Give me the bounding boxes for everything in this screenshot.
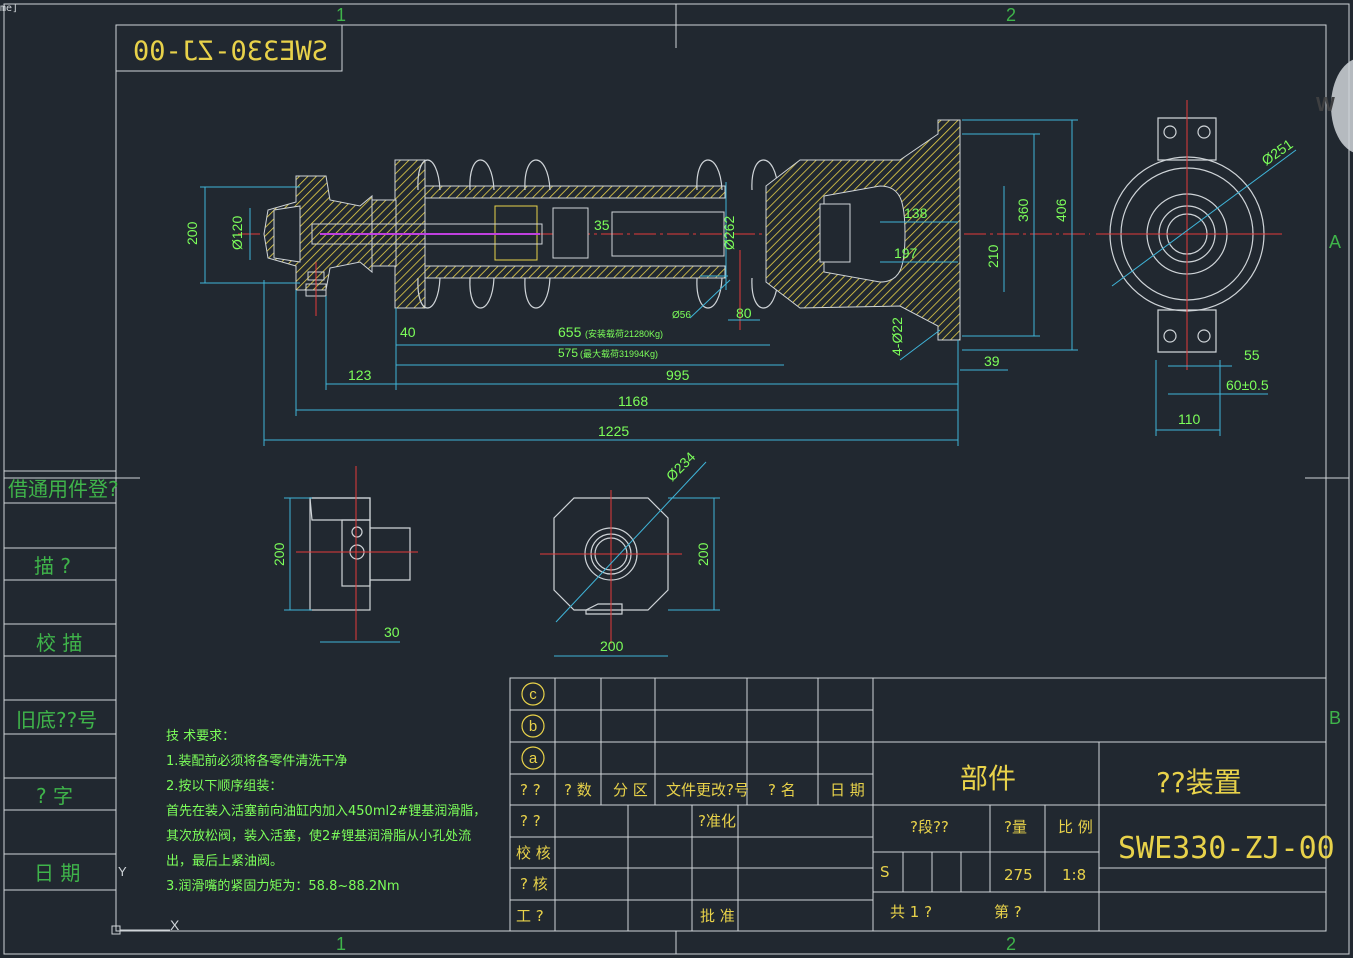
- dim-phi-56: Ø56: [672, 310, 691, 321]
- notes-title: 技 术要求：: [166, 729, 236, 744]
- dim-200-detail-c: 200: [600, 638, 624, 654]
- tb-head-zone: 分 区: [613, 781, 648, 799]
- tb-scale-value: 1:8: [1062, 866, 1086, 884]
- zone-ticks: [4, 4, 1349, 954]
- ucs-icon: Y X: [111, 864, 180, 935]
- dim-55: 55: [1244, 347, 1260, 363]
- dim-1225: 1225: [598, 423, 629, 439]
- dim-995: 995: [666, 367, 690, 383]
- tb-weight-label: ?量: [1004, 818, 1027, 836]
- floating-w-button[interactable]: W: [1316, 58, 1353, 154]
- dim-39: 39: [984, 353, 1000, 369]
- tb-approve: 批 准: [700, 907, 735, 925]
- tb-scale-label: 比 例: [1058, 818, 1093, 836]
- dim-35: 35: [594, 217, 610, 233]
- dim-40: 40: [400, 324, 416, 340]
- dim-197: 197: [894, 245, 918, 261]
- tb-weight-value: 275: [1004, 866, 1033, 884]
- dim-360: 360: [1015, 198, 1031, 222]
- technical-requirements: 技 术要求： 1.装配前必须将各零件清洗干净 2.按以下顺序组装： 首先在装入活…: [166, 724, 496, 899]
- left-col-check: 校 描: [36, 631, 82, 655]
- svg-text:Y: Y: [118, 864, 127, 879]
- tb-stage-label: ?段??: [910, 818, 949, 836]
- left-register-column: [3, 470, 117, 891]
- dim-406: 406: [1053, 198, 1069, 222]
- tb-head-doc: 文件更改?号: [666, 781, 749, 799]
- tb-head-date: 日 期: [830, 781, 865, 799]
- zone-label-top-1: 1: [336, 5, 346, 25]
- dim-80: 80: [736, 305, 752, 321]
- tb-check: 校 核: [516, 844, 551, 862]
- tb-review: ? 核: [520, 875, 548, 893]
- zone-label-bottom-2: 2: [1006, 934, 1016, 954]
- dim-1168: 1168: [618, 393, 648, 409]
- dim-30: 30: [384, 624, 400, 640]
- dim-200-left: 200: [184, 221, 200, 245]
- rev-mark-b: b: [529, 718, 537, 735]
- rev-mark-c: c: [529, 686, 537, 703]
- tb-standard: ?准化: [698, 812, 736, 830]
- zone-label-a: A: [1329, 232, 1341, 252]
- left-col-old-no: 旧底??号: [16, 708, 97, 732]
- left-col-date: 日 期: [34, 861, 80, 885]
- main-view-dimension-lines: [200, 119, 1078, 446]
- dim-200-detail-a: 200: [271, 542, 287, 566]
- tb-part-name: ??装置: [1156, 766, 1242, 799]
- dim-200-detail-b: 200: [695, 542, 711, 566]
- notes-line-1: 1.装配前必须将各零件清洗干净: [166, 754, 348, 769]
- mirrored-code-stamp: SWE330-ZJ-00: [115, 24, 343, 72]
- left-col-sign: ? 字: [36, 784, 73, 808]
- dim-phi-120: Ø120: [229, 216, 245, 250]
- dim-655: 655: [558, 324, 582, 340]
- zone-label-top-2: 2: [1006, 5, 1016, 25]
- notes-line-4: 3.润滑嘴的紧固力矩为：58.8~88.2Nm: [166, 879, 400, 894]
- zone-label-b: B: [1329, 708, 1341, 728]
- dim-138: 138: [904, 205, 928, 221]
- tb-part-label: 部件: [960, 762, 1016, 795]
- tb-design: ? ?: [520, 812, 541, 830]
- dim-123: 123: [348, 367, 372, 383]
- tb-head-sign: ? 名: [768, 781, 796, 799]
- tb-stage-s: S: [880, 863, 890, 881]
- dim-655-note: (安装载荷21280Kg): [585, 328, 663, 339]
- title-block: [509, 677, 1327, 932]
- svg-text:X: X: [170, 917, 180, 933]
- tb-sheet-no: 第 ?: [994, 903, 1022, 921]
- left-col-borrow: 借通用件登?: [8, 477, 119, 501]
- tb-head-mark: ? ?: [520, 781, 541, 799]
- mirrored-code-text: SWE330-ZJ-00: [133, 36, 328, 67]
- rev-mark-a: a: [529, 750, 538, 767]
- notes-line-3: 首先在装入活塞前向油缸内加入450ml2#锂基润滑脂，其次放松阀，装入活塞，使2…: [166, 804, 487, 869]
- dim-4-phi-22: 4-Ø22: [889, 317, 905, 356]
- tb-drawing-code: SWE330-ZJ-00: [1118, 831, 1335, 866]
- zone-label-bottom-1: 1: [336, 934, 346, 954]
- notes-line-2: 2.按以下顺序组装：: [166, 779, 283, 794]
- tb-total-sheets: 共 1 ?: [890, 903, 932, 921]
- cylinder-main-view: [238, 119, 1090, 341]
- w-button-label: W: [1316, 94, 1335, 116]
- dim-60: 60±0.5: [1226, 377, 1269, 393]
- dim-575: 575: [558, 346, 578, 360]
- dim-phi-234: Ø234: [663, 448, 699, 484]
- left-col-trace: 描 ?: [34, 554, 71, 578]
- dim-phi-262: Ø262: [721, 216, 737, 250]
- dim-575-note: (最大载荷31994Kg): [580, 348, 658, 359]
- detail-view-left: [309, 497, 411, 611]
- tb-head-qty: ? 数: [564, 781, 592, 799]
- tb-process: 工 ?: [516, 907, 544, 925]
- dim-210: 210: [985, 244, 1001, 268]
- window-corner-label: me]: [0, 3, 19, 14]
- dim-110: 110: [1178, 411, 1201, 427]
